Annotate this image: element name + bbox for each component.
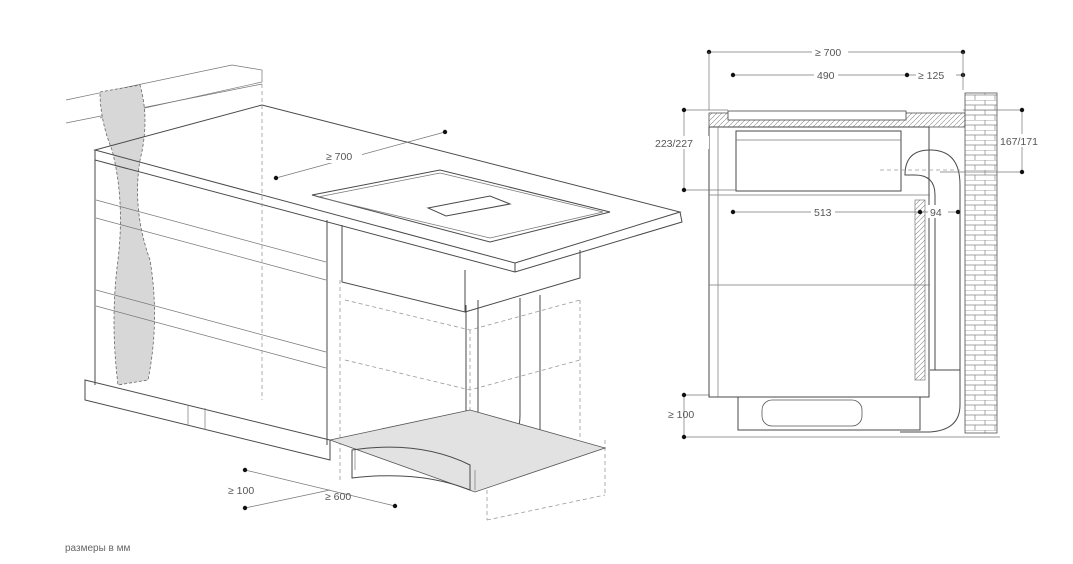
label-wall-gap: ≥ 125 xyxy=(918,70,944,82)
label-inner-width: 513 xyxy=(814,207,832,219)
brick-wall xyxy=(964,92,998,434)
label-total-width: ≥ 700 xyxy=(815,47,841,59)
label-plinth-min: ≥ 100 xyxy=(228,485,254,497)
label-hob-height: 223/227 xyxy=(655,138,693,150)
label-duct-width: 94 xyxy=(930,207,942,219)
floor-plinth xyxy=(328,409,607,493)
label-side-height: 167/171 xyxy=(1000,136,1038,148)
isometric-view: ≥ 700 ≥ 100 ≥ 600 xyxy=(65,64,683,521)
section-view: ≥ 700 490 ≥ 125 223/227 167/ xyxy=(653,45,1055,440)
label-depth-min: ≥ 600 xyxy=(325,491,351,503)
worktop xyxy=(93,104,682,264)
cooktop-vent xyxy=(426,195,512,217)
label-hob-width: 490 xyxy=(817,70,835,82)
label-width-min: ≥ 700 xyxy=(326,151,352,163)
label-plinth-height: ≥ 100 xyxy=(668,409,694,421)
cooktop xyxy=(311,169,611,243)
units-caption: размеры в мм xyxy=(65,543,131,554)
wall-section xyxy=(99,84,155,386)
